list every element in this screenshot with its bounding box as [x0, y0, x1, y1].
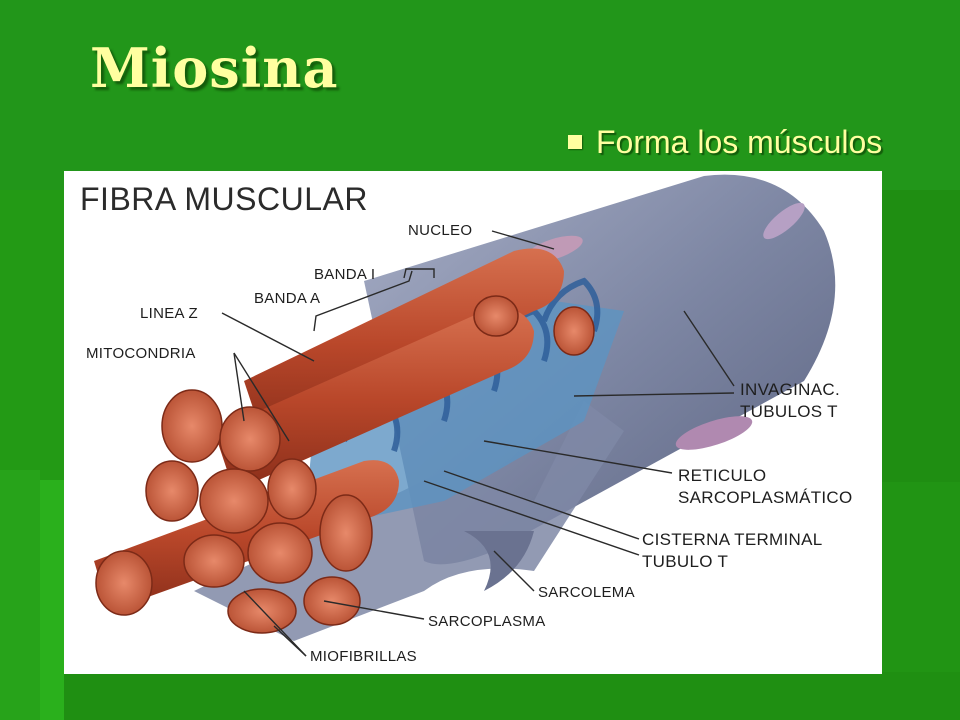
- label-tubulos-t: TUBULOS T: [740, 402, 838, 421]
- muscle-fiber-illustration: [94, 174, 836, 657]
- figure-title: FIBRA MUSCULAR: [80, 181, 368, 217]
- sarcolemma-fold: [464, 531, 534, 591]
- bullet-text: Forma los músculos: [596, 123, 883, 160]
- slide-title: Miosina: [90, 36, 339, 100]
- background-left-strip: [40, 480, 64, 720]
- label-mitocondria: MITOCONDRIA: [86, 345, 196, 362]
- background-top: [0, 0, 960, 190]
- leader-lines: [221, 230, 735, 657]
- myofibril-middle: [214, 308, 534, 491]
- sarcolemma-lower-flap: [194, 401, 624, 641]
- label-linea-z: LINEA Z: [140, 305, 198, 322]
- label-sarcoplasmatico: SARCOPLASMÁTICO: [678, 488, 853, 507]
- label-tubulo-t: TUBULO T: [642, 552, 729, 571]
- background-left-panel: [0, 470, 40, 720]
- label-banda-a: BANDA A: [254, 290, 321, 307]
- label-reticulo: RETICULO: [678, 466, 767, 485]
- myofibril-cross-sections: [95, 295, 595, 634]
- background-bottom: [64, 672, 960, 720]
- label-miofibrillas: MIOFIBRILLAS: [310, 648, 417, 665]
- bullet-item: Forma los músculos: [568, 120, 882, 164]
- label-banda-i: BANDA I: [314, 266, 376, 283]
- label-sarcoplasma: SARCOPLASMA: [428, 613, 546, 630]
- label-cisterna-terminal: CISTERNA TERMINAL: [642, 530, 823, 549]
- label-sarcolema: SARCOLEMA: [538, 584, 635, 601]
- muscle-fiber-figure: FIBRA MUSCULAR NUCLEO BANDA I BANDA A LI…: [64, 171, 882, 674]
- nucleus-bottom: [675, 416, 753, 450]
- myofibril-front: [94, 460, 399, 611]
- label-nucleo: NUCLEO: [408, 222, 473, 239]
- label-invaginac: INVAGINAC.: [740, 380, 840, 399]
- nucleus-right: [763, 202, 805, 240]
- square-bullet-icon: [568, 135, 582, 149]
